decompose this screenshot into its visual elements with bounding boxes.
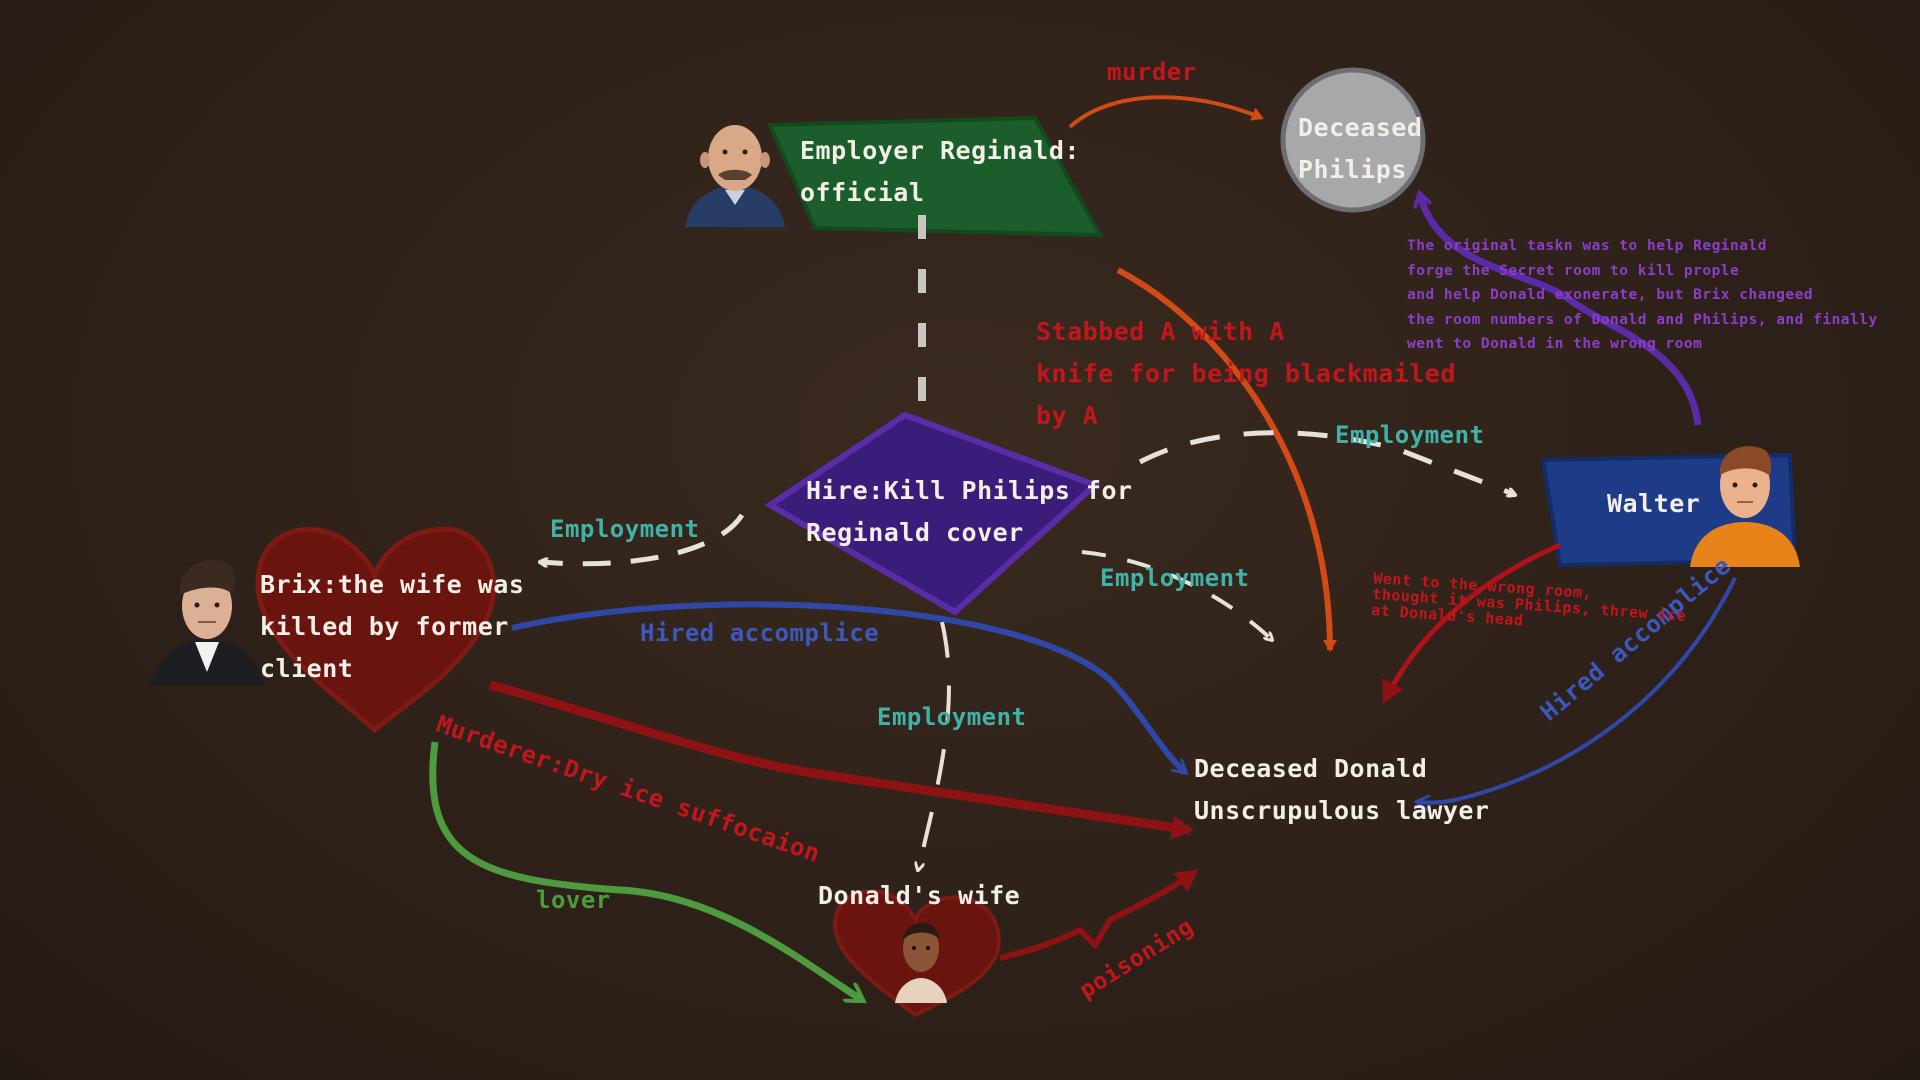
murder-arrow: [1068, 95, 1264, 129]
brix-label[interactable]: Brix:the wife was killed by former clien…: [260, 564, 524, 690]
philips-node-shape[interactable]: [1280, 67, 1426, 213]
poisoning-arrow: [999, 869, 1199, 961]
stabbed-label-line1: Stabbed A with A: [1036, 317, 1285, 346]
donalds-wife-label[interactable]: Donald's wife: [818, 881, 1021, 910]
lover-label: lover: [536, 886, 611, 914]
philips-label-line1: Deceased: [1298, 113, 1423, 142]
plot-note-line5: went to Donald in the wrong room: [1407, 336, 1703, 352]
employment-hire-walter-arrow: [1138, 430, 1515, 495]
hire-label[interactable]: Hire:Kill Philips for Reginald cover: [806, 470, 1133, 554]
hire-node-shape[interactable]: [764, 411, 1101, 616]
reginald-portrait-icon: [685, 125, 785, 227]
hired-accomplice-brix-arrow: [511, 601, 1185, 772]
murderer-arrow: [488, 680, 1194, 840]
donalds-wife-portrait-icon: [895, 922, 947, 1003]
brix-portrait-icon: [150, 559, 265, 685]
brix-label-line1: Brix:the wife was: [260, 570, 525, 599]
brix-label-line3: client: [260, 654, 354, 683]
philips-label-line2: Philips: [1298, 155, 1407, 184]
hire-label-line2: Reginald cover: [806, 518, 1024, 547]
lover-arrow: [429, 741, 862, 1000]
reginald-label-line1: Employer Reginald:: [800, 136, 1080, 165]
employment-walter-label: Employment: [1335, 421, 1485, 449]
donald-label-line2: Unscrupulous lawyer: [1194, 796, 1490, 825]
plot-note-line2: forge the Secret room to kill prople: [1407, 262, 1740, 279]
plot-note: The original taskn was to help Reginald …: [1407, 234, 1878, 357]
hired-accomplice-walter-arrow: [1418, 577, 1737, 803]
plot-note-line4: the room numbers of Donald and Philips, …: [1407, 311, 1878, 328]
stabbed-arrow: [1116, 267, 1337, 652]
brix-heart-shape[interactable]: [255, 526, 497, 734]
donald-label-line1: Deceased Donald: [1194, 754, 1428, 783]
wrong-room-arrow: [1382, 542, 1562, 704]
employment-hire-wife-arrow: [918, 621, 951, 870]
employment-brix-label: Employment: [550, 515, 700, 543]
employment-donald-label: Employment: [1100, 564, 1250, 592]
employment-hire-brix-arrow: [540, 513, 745, 564]
employment-wife-label: Employment: [877, 703, 1027, 731]
walter-portrait-icon: [1690, 446, 1800, 567]
reginald-label-line2: official: [800, 178, 925, 207]
employment-hire-donald-arrow: [1081, 550, 1272, 640]
brix-label-line2: killed by former: [260, 612, 509, 641]
plot-note-line3: and help Donald exonerate, but Brix chan…: [1407, 287, 1814, 303]
hired-accomplice-brix-label: Hired accomplice: [640, 619, 880, 647]
reginald-node-shape[interactable]: [766, 115, 1104, 238]
stabbed-label: Stabbed A with A knife for being blackma…: [1036, 311, 1456, 437]
plot-note-line1: The original taskn was to help Reginald: [1407, 238, 1767, 254]
stabbed-label-line3: by A: [1036, 401, 1099, 430]
hire-label-line1: Hire:Kill Philips for: [806, 476, 1133, 505]
murder-label: murder: [1107, 58, 1197, 86]
stabbed-label-line2: knife for being blackmailed: [1036, 359, 1456, 388]
philips-label[interactable]: Deceased Philips: [1298, 107, 1422, 191]
donald-label[interactable]: Deceased Donald Unscrupulous lawyer: [1194, 748, 1489, 832]
reginald-label[interactable]: Employer Reginald: official: [800, 130, 1080, 214]
walter-philips-arrow: [1420, 195, 1702, 426]
walter-label[interactable]: Walter: [1607, 489, 1701, 518]
